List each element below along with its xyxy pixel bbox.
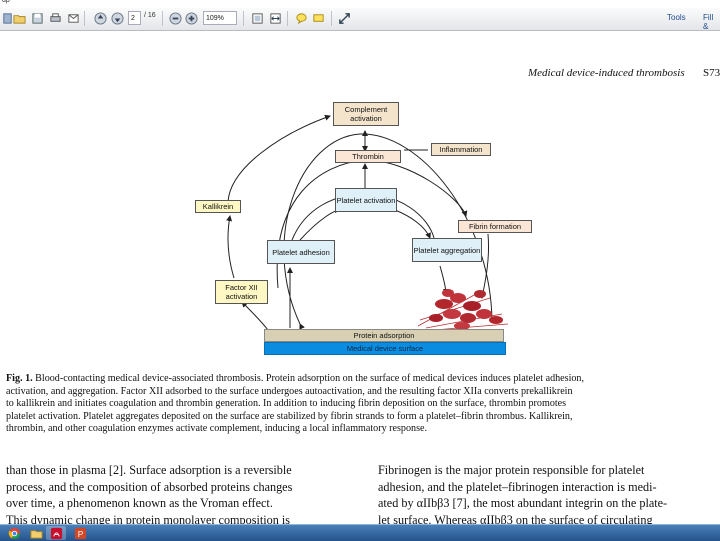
body-line: process, and the composition of absorbed… xyxy=(6,479,352,496)
figure-caption: Fig. 1. Blood-contacting medical device-… xyxy=(6,373,718,436)
explorer-icon[interactable] xyxy=(26,526,46,540)
window-title: dp xyxy=(2,0,10,4)
body-line: adhesion, and the platelet–fibrinogen in… xyxy=(378,479,720,496)
caption-line: Blood-contacting medical device-associat… xyxy=(35,373,584,384)
complement-activation-box: Complement activation xyxy=(333,102,399,126)
tools-link[interactable]: Tools xyxy=(667,13,686,22)
body-line: over time, a phenomenon known as the Vro… xyxy=(6,495,352,512)
thrombosis-diagram: Complement activation Thrombin Inflammat… xyxy=(190,98,520,358)
fit-width-icon[interactable] xyxy=(268,11,282,25)
platelet-activation-box: Platelet activation xyxy=(335,188,397,212)
caption-line: to kallikrein and initiates coagulation … xyxy=(6,398,718,411)
expand-icon[interactable] xyxy=(337,11,351,25)
previous-page-icon[interactable] xyxy=(93,11,107,25)
next-page-icon[interactable] xyxy=(110,11,124,25)
acrobat-icon[interactable] xyxy=(46,526,66,540)
thrombin-box: Thrombin xyxy=(335,150,401,163)
right-text-column: Fibrinogen is the major protein responsi… xyxy=(378,462,720,528)
fit-page-icon[interactable] xyxy=(250,11,264,25)
page-total: / 16 xyxy=(144,12,156,19)
body-line: Fibrinogen is the major protein responsi… xyxy=(378,462,720,479)
print-icon[interactable] xyxy=(48,11,62,25)
platelet-adhesion-box: Platelet adhesion xyxy=(267,240,335,264)
body-line: than those in plasma [2]. Surface adsorp… xyxy=(6,462,352,479)
fibrin-formation-box: Fibrin formation xyxy=(458,220,532,233)
caption-line: platelet activation. Platelet aggregates… xyxy=(6,411,718,424)
kallikrein-box: Kallikrein xyxy=(195,200,241,213)
window-titlebar: dp xyxy=(0,0,720,8)
powerpoint-icon[interactable]: P xyxy=(70,526,90,540)
medical-device-surface: Medical device surface xyxy=(264,342,506,355)
svg-text:P: P xyxy=(77,529,83,539)
caption-label: Fig. 1. xyxy=(6,373,33,384)
protein-adsorption-layer: Protein adsorption xyxy=(264,329,504,342)
pdf-toolbar: 2 / 16 109% Tools Fill & xyxy=(0,8,720,31)
email-icon[interactable] xyxy=(66,11,80,25)
windows-taskbar: P xyxy=(0,524,720,541)
inflammation-box: Inflammation xyxy=(431,143,491,156)
thrombus-cluster xyxy=(418,289,508,330)
page-number-input[interactable]: 2 xyxy=(128,11,141,25)
save-icon[interactable] xyxy=(30,11,44,25)
caption-line: thrombin, and other coagulation enzymes … xyxy=(6,423,718,436)
comment-icon[interactable] xyxy=(294,11,308,25)
open-icon[interactable] xyxy=(12,11,26,25)
caption-line: activation, and aggregation. Factor XII … xyxy=(6,386,718,399)
factor-xii-activation-box: Factor XII activation xyxy=(215,280,268,304)
highlight-icon[interactable] xyxy=(311,11,325,25)
zoom-in-icon[interactable] xyxy=(184,11,198,25)
page-number: S73 xyxy=(703,67,720,79)
fill-sign-link[interactable]: Fill & xyxy=(703,13,720,31)
chrome-icon[interactable] xyxy=(4,526,24,540)
zoom-out-icon[interactable] xyxy=(168,11,182,25)
zoom-input[interactable]: 109% xyxy=(203,11,237,25)
body-line: ated by αIIbβ3 [7], the most abundant in… xyxy=(378,495,720,512)
left-text-column: than those in plasma [2]. Surface adsorp… xyxy=(6,462,352,528)
platelet-aggregation-box: Platelet aggregation xyxy=(412,238,482,262)
running-head: Medical device-induced thrombosis xyxy=(528,67,685,79)
